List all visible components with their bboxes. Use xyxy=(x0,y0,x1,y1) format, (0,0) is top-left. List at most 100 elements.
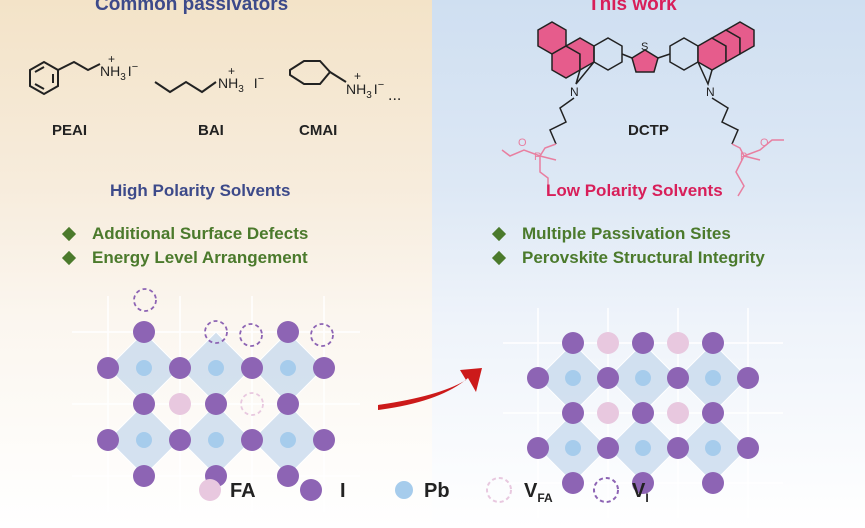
peai-label: PEAI xyxy=(52,122,88,139)
diamond-icon xyxy=(491,250,507,266)
i-vacancy xyxy=(133,288,157,312)
peai-structure xyxy=(29,60,101,96)
dctp-p-left: P xyxy=(534,151,541,163)
i-atom xyxy=(313,357,335,379)
i-atom xyxy=(667,437,689,459)
right-bullet-2-text: Perovskite Structural Integrity xyxy=(522,248,765,267)
left-bullet-2: Energy Level Arrangement xyxy=(61,248,308,268)
fa-cation xyxy=(169,393,191,415)
pb-atom xyxy=(635,440,651,456)
i-atom xyxy=(562,402,584,424)
legend-fa-label: FA xyxy=(230,480,256,502)
dctp-label: DCTP xyxy=(628,122,669,139)
i-atom xyxy=(562,472,584,494)
pb-atom xyxy=(635,370,651,386)
i-atom xyxy=(667,367,689,389)
pb-atom xyxy=(705,370,721,386)
i-atom xyxy=(632,332,654,354)
i-atom xyxy=(702,332,724,354)
cmai-structure xyxy=(289,60,347,85)
peai-charge: + xyxy=(108,52,115,66)
i-atom xyxy=(632,402,654,424)
cmai-charge: + xyxy=(354,69,361,83)
legend-i-marker xyxy=(300,479,322,501)
dctp-o-left: O xyxy=(518,137,527,149)
i-atom xyxy=(737,367,759,389)
right-bullet-2: Perovskite Structural Integrity xyxy=(491,248,765,268)
diamond-icon xyxy=(61,226,77,242)
fa-cation xyxy=(597,402,619,424)
bai-structure xyxy=(154,80,217,94)
fa-cation xyxy=(667,332,689,354)
i-atom xyxy=(562,332,584,354)
i-atom xyxy=(169,357,191,379)
i-vacancy xyxy=(204,320,228,344)
dctp-s: S xyxy=(641,41,648,53)
i-atom xyxy=(527,437,549,459)
pb-atom xyxy=(136,432,152,448)
legend-pb-marker xyxy=(395,481,413,499)
left-solvent-heading: High Polarity Solvents xyxy=(110,181,291,200)
left-bullet-2-text: Energy Level Arrangement xyxy=(92,248,308,267)
legend-vi-label: VI xyxy=(632,480,649,505)
right-bullet-1-text: Multiple Passivation Sites xyxy=(522,224,731,243)
i-atom xyxy=(597,437,619,459)
more-molecules-ellipsis: ... xyxy=(388,87,401,104)
i-vacancy xyxy=(239,323,263,347)
diamond-icon xyxy=(491,226,507,242)
i-atom xyxy=(702,402,724,424)
i-atom xyxy=(313,429,335,451)
i-atom xyxy=(133,321,155,343)
pb-atom xyxy=(208,432,224,448)
legend-i-label: I xyxy=(340,480,346,502)
i-atom xyxy=(205,393,227,415)
bai-label: BAI xyxy=(198,122,224,139)
bai-charge: + xyxy=(228,64,235,78)
legend-pb-label: Pb xyxy=(424,480,450,502)
i-atom xyxy=(241,357,263,379)
i-atom xyxy=(702,472,724,494)
right-bullet-1: Multiple Passivation Sites xyxy=(491,224,731,244)
i-vacancy xyxy=(310,323,334,347)
cmai-label: CMAI xyxy=(299,122,338,139)
i-atom xyxy=(133,465,155,487)
legend-fa-marker xyxy=(199,479,221,501)
dctp-p-right: P xyxy=(740,151,747,163)
i-atom xyxy=(277,321,299,343)
legend-vfa-label: VFA xyxy=(524,480,553,505)
legend-vi-marker xyxy=(593,477,619,503)
left-bullet-1: Additional Surface Defects xyxy=(61,224,308,244)
i-atom xyxy=(169,429,191,451)
i-atom xyxy=(597,367,619,389)
i-atom xyxy=(737,437,759,459)
i-atom xyxy=(133,393,155,415)
i-atom xyxy=(277,393,299,415)
pb-atom xyxy=(280,360,296,376)
dctp-n-right: N xyxy=(706,85,715,99)
right-solvent-heading: Low Polarity Solvents xyxy=(546,181,723,200)
transformation-arrow xyxy=(378,368,482,410)
dctp-o-right: O xyxy=(760,137,769,149)
dctp-structure: N S N P xyxy=(501,21,784,197)
left-title: Common passivators xyxy=(95,0,289,15)
i-atom xyxy=(241,429,263,451)
right-title: This work xyxy=(588,0,677,15)
pb-atom xyxy=(208,360,224,376)
i-atom xyxy=(97,357,119,379)
fa-cation xyxy=(667,402,689,424)
fa-vacancy xyxy=(240,392,264,416)
i-atom xyxy=(97,429,119,451)
right-lattice xyxy=(503,308,783,518)
i-atom xyxy=(527,367,549,389)
legend-vfa-marker xyxy=(486,477,512,503)
pb-atom xyxy=(136,360,152,376)
i-atom xyxy=(277,465,299,487)
i-atom xyxy=(632,472,654,494)
dctp-n-left: N xyxy=(570,85,579,99)
pb-atom xyxy=(565,370,581,386)
diamond-icon xyxy=(61,250,77,266)
